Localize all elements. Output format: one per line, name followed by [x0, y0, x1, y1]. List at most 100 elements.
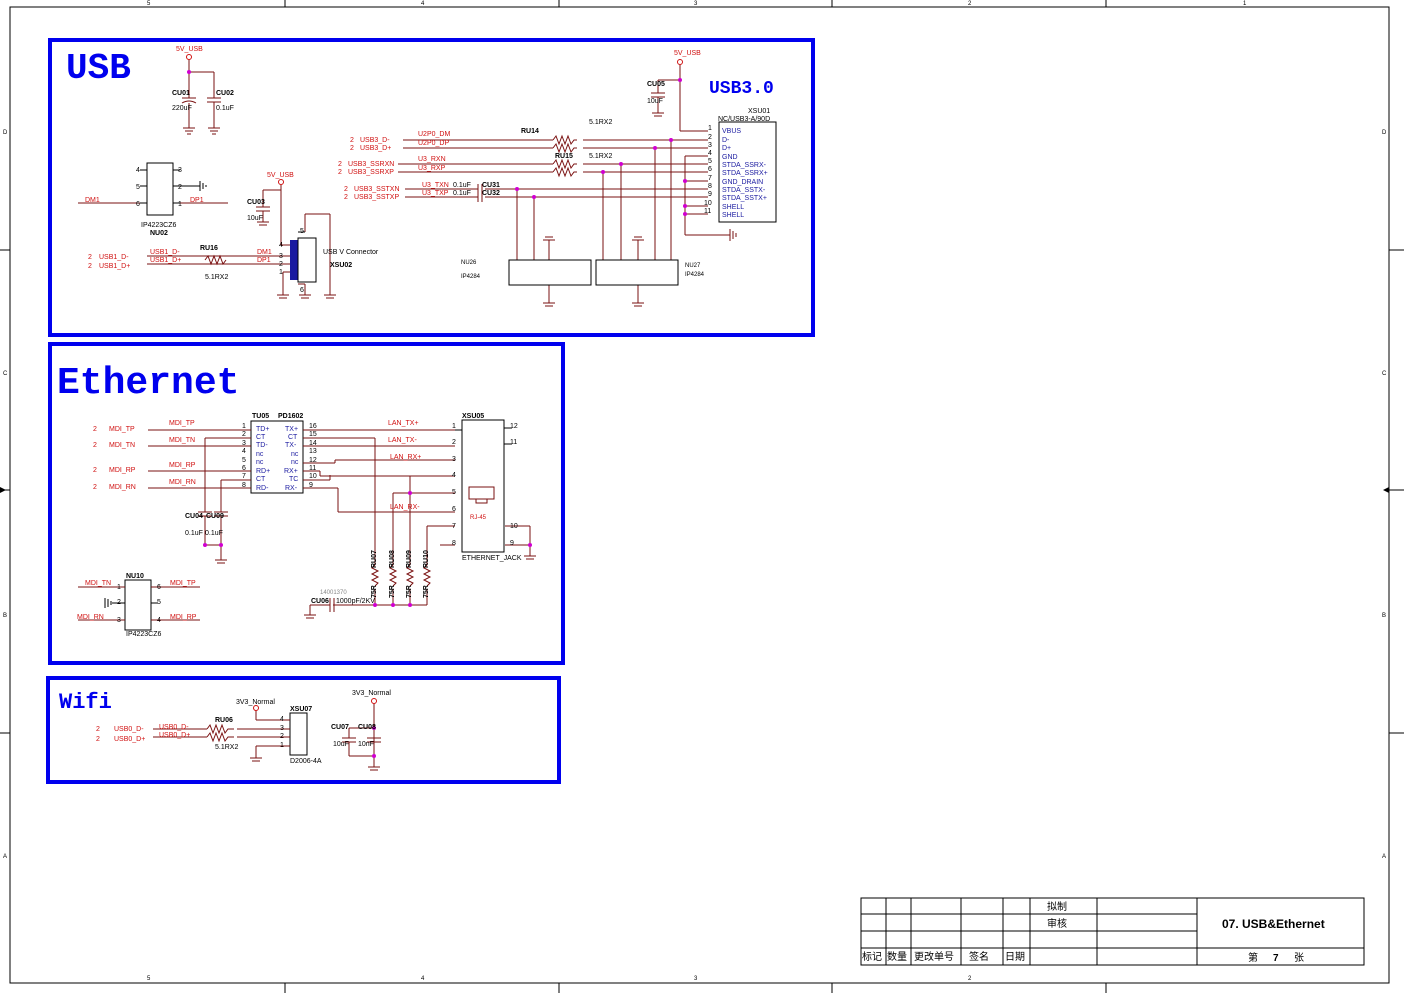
- port-label: 2: [96, 726, 100, 733]
- port-label: MDI_RP: [109, 467, 136, 474]
- pin-number: 4: [280, 716, 284, 723]
- value-label: 0.1uF: [453, 182, 471, 189]
- ethernet-title: Ethernet: [57, 362, 239, 405]
- port-label: 2: [93, 426, 97, 433]
- pin-number: 6: [452, 506, 456, 513]
- pin-number: 2: [242, 431, 246, 438]
- port-label: USB3_D+: [360, 145, 391, 152]
- ref-label: XSU07: [290, 706, 312, 713]
- value-label: 5.1RX2: [215, 744, 238, 751]
- usb3-junctions: [515, 78, 687, 216]
- net-label: MDI_TN: [169, 437, 195, 444]
- title-block: 拟制 审核 07. USB&Ethernet 标记 数量 更改单号 签名 日期 …: [860, 897, 1365, 966]
- part-label: PD1602: [278, 413, 303, 420]
- xsu05-jack: [455, 419, 512, 553]
- pin-name: nc: [256, 459, 264, 466]
- pin-name: STDA_SSRX+: [722, 170, 768, 177]
- col-label: 2: [968, 976, 972, 982]
- port-label: 2: [338, 161, 342, 168]
- ref-label: RU14: [521, 128, 539, 135]
- row-label: B: [1382, 613, 1386, 619]
- pin-number: 5: [300, 228, 304, 235]
- pin-number: 4: [452, 472, 456, 479]
- nu26-nu27-chips: [508, 259, 679, 286]
- wifi-section: Wifi 3V3_Normal 3V3_Normal RU06: [46, 676, 561, 784]
- nu02-esd-chip: [140, 162, 207, 216]
- wifi-junctions: [372, 726, 376, 758]
- value-label: 5.1RX2: [589, 153, 612, 160]
- net-label: MDI_TP: [169, 420, 195, 427]
- ref-label: NU27: [685, 263, 701, 269]
- pin-number: 3: [279, 253, 283, 260]
- pin-name: GND_DRAIN: [722, 179, 763, 186]
- pin-number: 8: [242, 482, 246, 489]
- xsu02-connector: [290, 231, 317, 283]
- col-label: 1: [1243, 1, 1247, 7]
- pin-number: 5: [136, 184, 140, 191]
- row-label: C: [3, 371, 8, 377]
- pin-number: 4: [242, 448, 246, 455]
- row-label: A: [1382, 854, 1386, 860]
- pin-number: 11: [309, 465, 316, 472]
- net-label: LAN_TX-: [388, 437, 417, 444]
- ref-label: XSU02: [330, 262, 352, 269]
- net-label: LAN_RX+: [390, 454, 421, 461]
- wifi-labels: 3V3_Normal 3V3_Normal RU06 5.1RX2 XSU07 …: [96, 690, 391, 765]
- pin-number: 4: [708, 150, 712, 157]
- wifi-wires: [153, 698, 381, 771]
- pin-number: 6: [157, 584, 161, 591]
- pin-number: 4: [136, 167, 140, 174]
- ref-label: CU04: [185, 513, 203, 520]
- net-label: 5V_USB: [176, 46, 203, 53]
- pin-number: 6: [708, 166, 712, 173]
- pin-number: 6: [136, 201, 140, 208]
- value-label: 0.1uF: [205, 530, 223, 537]
- pin-name: CT: [256, 476, 266, 483]
- ref-label: NU26: [461, 260, 477, 266]
- pin-number: 3: [242, 440, 246, 447]
- pin-number: 1: [279, 269, 283, 276]
- net-label: USB1_D-: [150, 249, 180, 256]
- pin-number: 14: [309, 440, 317, 447]
- pin-name: nc: [291, 459, 299, 466]
- usb1-labels: 5V_USB CU03 10uF RU16 5.1RX2 DM1 DP1 USB…: [88, 172, 379, 294]
- pin-name: nc: [256, 451, 264, 458]
- pin-number: 11: [704, 208, 711, 215]
- part-code-label: 14001370: [320, 590, 347, 596]
- pin-number: 9: [510, 540, 514, 547]
- title-block-text: 拟制 审核 07. USB&Ethernet 标记 数量 更改单号 签名 日期 …: [862, 900, 1325, 964]
- mark-label: 标记: [862, 951, 882, 963]
- nu02-labels: 4 5 6 3 2 1 DM1 DP1 IP4223CZ6 NU02: [85, 167, 204, 237]
- col-label: 5: [147, 976, 151, 982]
- pin-number: 8: [708, 183, 712, 190]
- pin-number: 15: [309, 431, 317, 438]
- value-label: 75R: [423, 585, 430, 598]
- pin-number: 6: [300, 287, 304, 294]
- ethernet-junctions: [203, 491, 532, 607]
- qty-label: 数量: [887, 950, 907, 963]
- usb3-signal-wires: [398, 59, 737, 307]
- pin-number: 5: [157, 599, 161, 606]
- part-label: NC/USB3-A/90D: [718, 116, 770, 123]
- center-arrow-right: [1383, 487, 1389, 493]
- value-label: 0.1uF: [453, 190, 471, 197]
- value-label: 75R: [389, 585, 396, 598]
- pin-name: TX-: [285, 442, 297, 449]
- ref-label: NU10: [126, 573, 144, 580]
- title-block-grid: [860, 897, 1365, 966]
- port-label: USB3_SSRXP: [348, 169, 394, 176]
- reviewed-label: 审核: [1047, 917, 1067, 930]
- xsu01-pins: XSU01 NC/USB3-A/90D VBUS D- D+ GND STDA_…: [704, 108, 770, 219]
- port-label: USB1_D+: [99, 263, 130, 270]
- port-label: 2: [93, 442, 97, 449]
- part-label: D2006-4A: [290, 758, 322, 765]
- sheet-title: 07. USB&Ethernet: [1222, 917, 1325, 931]
- col-label: 3: [694, 1, 698, 7]
- pin-number: 7: [708, 175, 712, 182]
- value-label: 10uF: [647, 98, 663, 105]
- pin-number: 5: [452, 489, 456, 496]
- net-label: 3V3_Normal: [352, 690, 391, 697]
- net-label: USB1_D+: [150, 257, 181, 264]
- pin-number: 9: [708, 191, 712, 198]
- port-label: 2: [350, 145, 354, 152]
